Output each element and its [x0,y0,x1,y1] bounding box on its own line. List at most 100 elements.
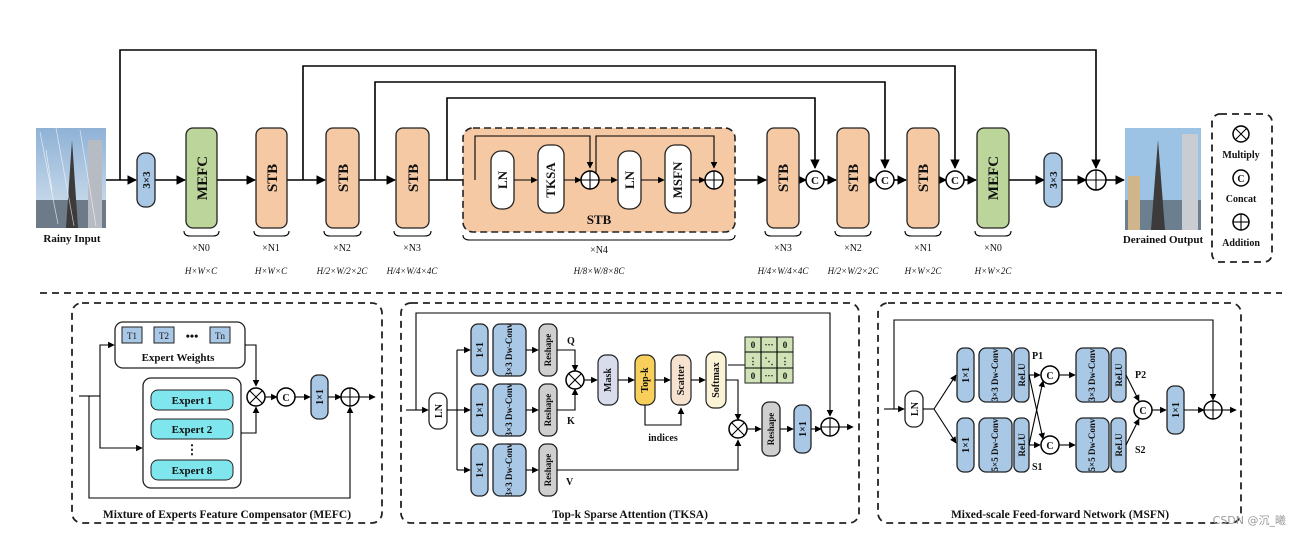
multiply-icon [1232,125,1250,143]
svg-text:0: 0 [783,340,788,350]
svg-text:S2: S2 [1135,445,1146,456]
derained-output-label: Derained Output [1123,234,1204,246]
svg-text:1×1: 1×1 [475,462,486,478]
svg-text:TKSA: TKSA [543,162,558,198]
addition-icon [1203,400,1223,420]
svg-text:3×3 Dw-Conv: 3×3 Dw-Conv [504,383,514,436]
svg-text:0: 0 [783,371,788,381]
svg-text:0: 0 [751,340,756,350]
svg-text:1×1: 1×1 [475,342,486,358]
svg-text:H×W×2C: H×W×2C [904,266,943,276]
conv3x3-head: 3×3 [136,152,156,208]
svg-text:Reshape: Reshape [543,394,553,427]
svg-text:STB: STB [336,164,352,192]
svg-text:MSFN: MSFN [670,161,685,198]
svg-text:H/2×W/2×2C: H/2×W/2×2C [827,266,880,276]
svg-text:C: C [881,175,889,187]
svg-text:C: C [1046,371,1053,382]
svg-text:ReLU: ReLU [1017,363,1027,386]
svg-text:P1: P1 [1032,351,1043,362]
stb-block-n1-decoder: STB [906,127,940,229]
svg-text:×N1: ×N1 [262,243,280,254]
svg-text:Reshape: Reshape [766,413,776,446]
svg-text:LN: LN [910,401,921,416]
multiply-icon [728,419,748,439]
sparse-mask-grid: 0 ··· 0 ⋮ ⋱ ⋮ 0 ··· 0 [744,336,794,384]
addition-icon [340,387,360,407]
msfn-panel: LN 1×1 3×3 Dw-Conv ReLU P1 1×1 5×5 Dw-Co… [877,302,1242,524]
svg-text:ReLU: ReLU [1114,433,1124,456]
conv3x3-tail: 3×3 [1043,152,1063,208]
svg-text:ReLU: ReLU [1017,433,1027,456]
svg-text:V: V [566,477,574,488]
tksa-q-branch: 1×1 3×3 Dw-Conv Reshape Q [470,323,579,377]
svg-text:T1: T1 [127,331,137,341]
addition-icon [704,170,724,190]
msfn-lower-branch: 1×1 5×5 Dw-Conv ReLU S1 [956,417,1043,473]
svg-text:1×1: 1×1 [798,421,809,437]
concat-icon: C [945,170,965,190]
svg-text:5×5 Dw-Conv: 5×5 Dw-Conv [990,418,1000,471]
stb-block-n2-decoder: STB [836,127,870,229]
concat-icon: C [1133,400,1153,420]
svg-text:×N3: ×N3 [403,243,421,254]
tksa-v-branch: 1×1 3×3 Dw-Conv Reshape V [470,439,742,497]
svg-text:1×1: 1×1 [1171,402,1182,418]
svg-text:⋱: ⋱ [765,356,774,366]
svg-text:Reshape: Reshape [543,454,553,487]
tksa-panel-title: Top-k Sparse Attention (TKSA) [552,509,708,521]
svg-text:1×1: 1×1 [475,402,486,418]
skip-connections [119,49,1101,180]
concat-icon: C [1040,365,1060,385]
svg-text:K: K [567,416,575,427]
group-brackets [183,230,1012,241]
svg-text:C: C [811,175,819,187]
addition-icon [820,417,840,437]
svg-text:STB: STB [916,164,932,192]
legend-multiply: Multiply [1222,150,1259,161]
svg-text:×N2: ×N2 [333,243,351,254]
svg-text:C: C [1237,174,1244,185]
svg-text:0: 0 [751,371,756,381]
svg-text:STB: STB [846,164,862,192]
svg-text:Expert 2: Expert 2 [172,424,213,436]
mefc-encoder-block: MEFC [185,127,218,229]
svg-text:3×3 Dw-Conv: 3×3 Dw-Conv [504,323,514,376]
legend-addition: Addition [1222,238,1260,249]
concat-icon: C [805,170,825,190]
svg-text:S1: S1 [1032,462,1043,473]
svg-text:•••: ••• [186,329,199,343]
svg-text:C: C [951,175,959,187]
concat-icon: C [276,387,296,407]
svg-text:STB: STB [406,164,422,192]
svg-text:H/2×W/2×2C: H/2×W/2×2C [316,266,369,276]
svg-text:STB: STB [776,164,792,192]
multiply-icon [565,370,585,390]
feature-dimensions: H×W×C H×W×C H/2×W/2×2C H/4×W/4×4C H/8×W/… [184,266,1012,276]
stb-block-n3-decoder: STB [766,127,800,229]
addition-icon [1085,169,1107,191]
expert-weights-box: T1 T2 ••• Tn Expert Weights [114,321,246,369]
svg-text:3×3: 3×3 [1048,171,1060,189]
svg-text:MEFC: MEFC [986,156,1002,200]
svg-text:H×W×C: H×W×C [254,266,288,276]
svg-text:LN: LN [495,170,510,189]
derained-output-image [1125,128,1201,230]
legend-concat: Concat [1226,194,1257,205]
svg-text:×N2: ×N2 [844,243,862,254]
stb-block-n2: STB [325,127,360,229]
main-pipeline: Rainy Input 3×3 MEFC [36,49,1204,276]
rainy-input-label: Rainy Input [43,233,101,245]
msfn-panel-title: Mixed-scale Feed-forward Network (MSFN) [951,509,1169,521]
svg-text:LN: LN [622,170,637,189]
svg-text:×N4: ×N4 [590,245,608,256]
stb-group-label: STB [587,212,612,227]
svg-text:C: C [282,393,289,404]
svg-text:×N1: ×N1 [914,243,932,254]
svg-text:Expert Weights: Expert Weights [142,352,216,364]
mefc-panel-title: Mixture of Experts Feature Compensator (… [103,509,351,521]
svg-text:3×3 Dw-Conv: 3×3 Dw-Conv [504,443,514,496]
mefc-panel: T1 T2 ••• Tn Expert Weights Expert 1 Exp… [71,302,383,524]
tksa-k-branch: 1×1 3×3 Dw-Conv Reshape K [470,383,579,437]
